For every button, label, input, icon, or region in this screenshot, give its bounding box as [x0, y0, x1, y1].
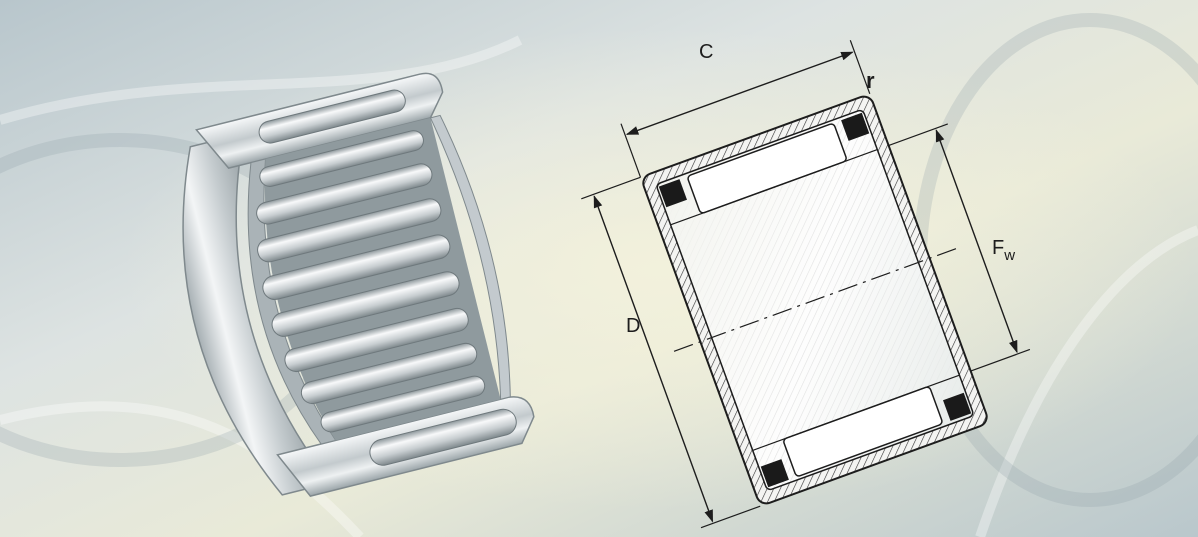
- label-fw: Fw: [992, 238, 1015, 263]
- label-fw-sub: w: [1004, 247, 1016, 264]
- label-fw-main: F: [992, 237, 1005, 259]
- label-r: r: [866, 68, 875, 93]
- cross-section: [581, 40, 1031, 529]
- label-c: C: [699, 41, 714, 63]
- bearing-3d: [182, 72, 535, 497]
- label-d: D: [626, 315, 641, 337]
